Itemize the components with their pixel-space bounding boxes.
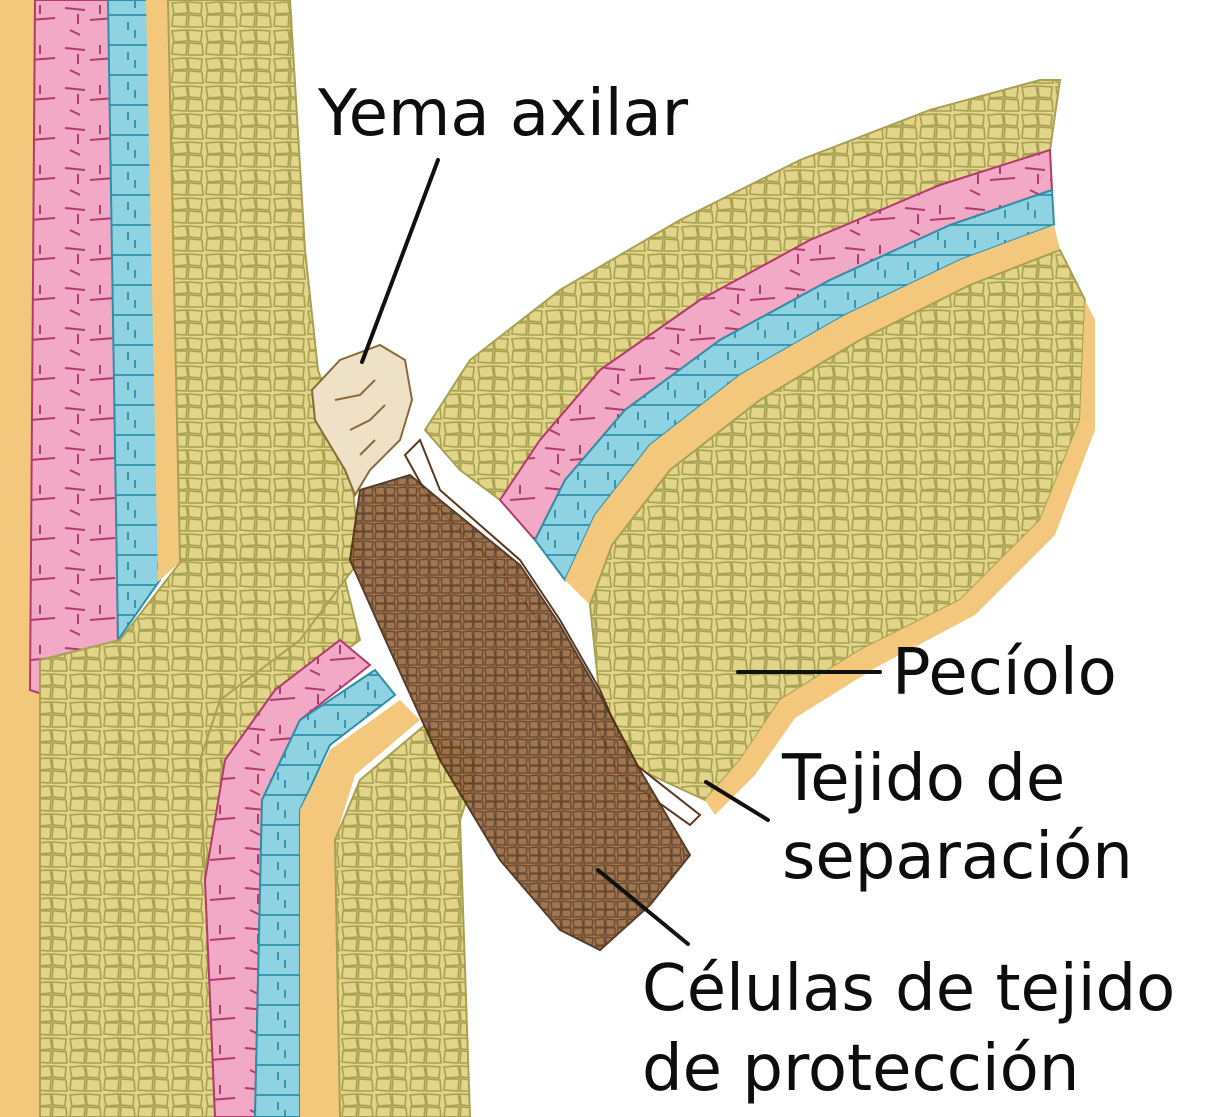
label-tejido-separacion-line1: Tejido de — [781, 742, 1065, 816]
label-celulas-line2: de protección — [642, 1032, 1079, 1106]
label-yema-axilar: Yema axilar — [317, 77, 689, 151]
leader-yema-axilar — [362, 160, 438, 362]
label-peciolo: Pecíolo — [892, 636, 1117, 710]
label-celulas-line1: Células de tejido — [642, 952, 1175, 1026]
label-tejido-separacion-line2: separación — [782, 820, 1133, 894]
